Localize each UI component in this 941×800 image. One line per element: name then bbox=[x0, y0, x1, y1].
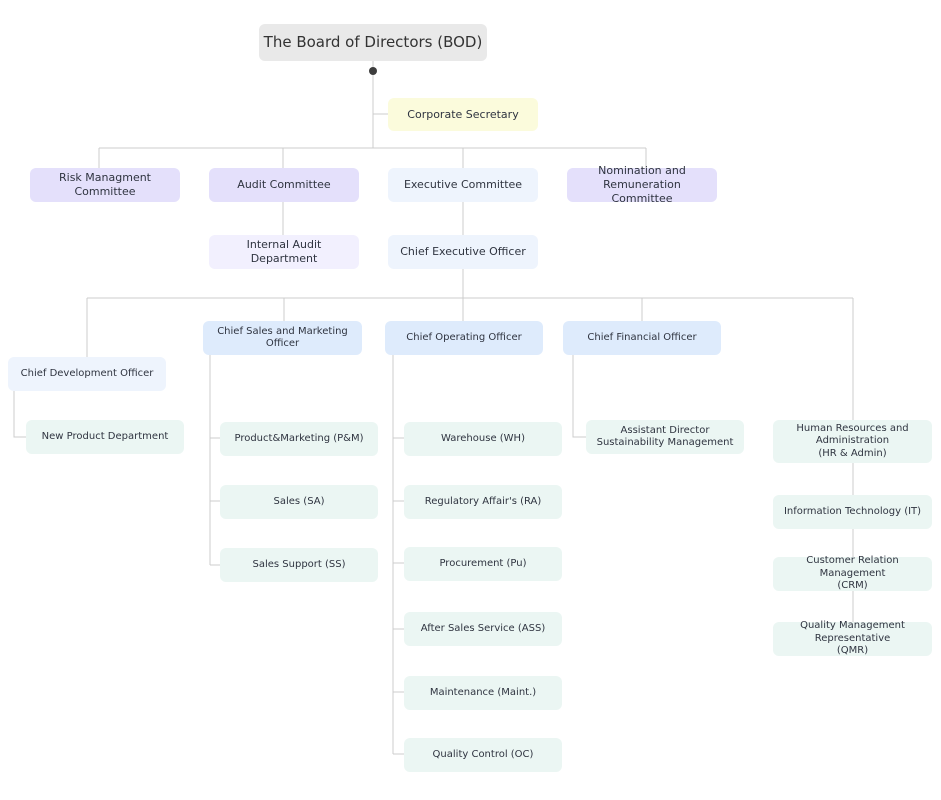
department-node: Procurement (Pu) bbox=[404, 547, 562, 581]
department-node: Warehouse (WH) bbox=[404, 422, 562, 456]
corporate-secretary-node: Corporate Secretary bbox=[388, 98, 538, 131]
ceo-node: Chief Executive Officer bbox=[388, 235, 538, 269]
department-node: Sales Support (SS) bbox=[220, 548, 378, 582]
cdo-node: Chief Development Officer bbox=[8, 357, 166, 391]
nomination-committee-node: Nomination and Remuneration Committee bbox=[567, 164, 717, 205]
node-dot bbox=[369, 67, 377, 75]
risk-committee-node: Risk Managment Committee bbox=[30, 168, 180, 202]
department-node: Maintenance (Maint.) bbox=[404, 676, 562, 710]
internal-audit-node: Internal Audit Department bbox=[209, 235, 359, 269]
audit-committee-node: Audit Committee bbox=[209, 168, 359, 202]
department-node: New Product Department bbox=[26, 420, 184, 454]
department-node: Customer Relation Management (CRM) bbox=[773, 555, 932, 591]
department-node: Assistant Director Sustainability Manage… bbox=[586, 420, 744, 454]
department-node: Quality Management Representative (QMR) bbox=[773, 620, 932, 656]
csmo-node: Chief Sales and Marketing Officer bbox=[203, 321, 362, 355]
department-node: Information Technology (IT) bbox=[773, 495, 932, 529]
cfo-node: Chief Financial Officer bbox=[563, 321, 721, 355]
department-node: Quality Control (OC) bbox=[404, 738, 562, 772]
executive-committee-node: Executive Committee bbox=[388, 168, 538, 202]
department-node: Product&Marketing (P&M) bbox=[220, 422, 378, 456]
department-node: After Sales Service (ASS) bbox=[404, 612, 562, 646]
department-node: Human Resources and Administration (HR &… bbox=[773, 420, 932, 463]
department-node: Regulatory Affair's (RA) bbox=[404, 485, 562, 519]
department-node: Sales (SA) bbox=[220, 485, 378, 519]
board-of-directors-node: The Board of Directors (BOD) bbox=[259, 24, 487, 61]
coo-node: Chief Operating Officer bbox=[385, 321, 543, 355]
